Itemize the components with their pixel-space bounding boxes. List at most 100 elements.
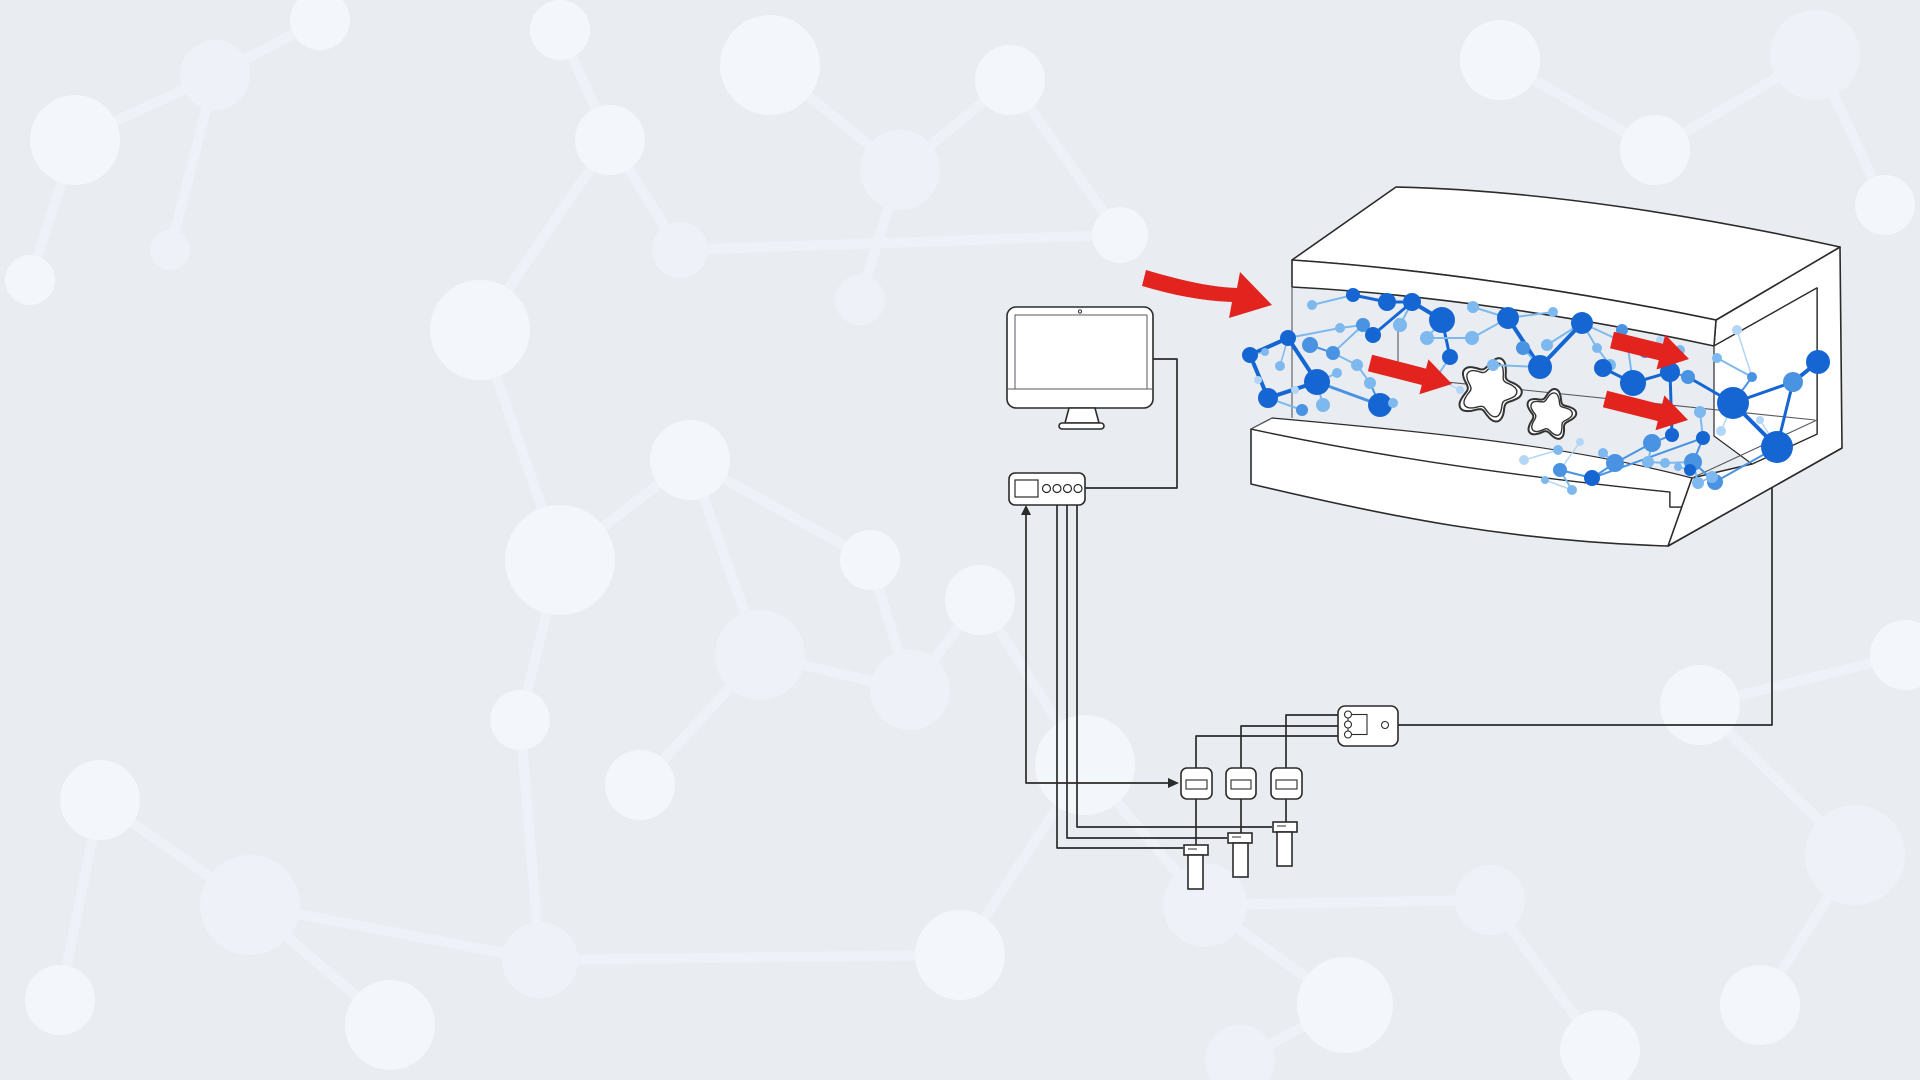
monitor-screen (1014, 314, 1148, 390)
molecule-node (1712, 353, 1722, 363)
flow-direction-arrow (1610, 331, 1689, 370)
molecule-bond (1287, 327, 1341, 339)
pattern-atom (60, 760, 140, 840)
molecule-node (1717, 387, 1749, 419)
molecule-node (1364, 377, 1376, 389)
molecule-bond (1311, 294, 1354, 306)
pattern-atom (945, 565, 1015, 635)
molecule-node (1584, 470, 1600, 486)
molecule-node (1497, 307, 1519, 329)
molecule-node (1692, 477, 1704, 489)
pattern-atom (915, 910, 1005, 1000)
pattern-atom (720, 15, 820, 115)
molecule-node (1316, 398, 1330, 412)
pattern-atom (430, 280, 530, 380)
molecule-node (1304, 369, 1330, 395)
pattern-atom (1035, 715, 1135, 815)
manifold-port (1343, 710, 1353, 719)
pump-module (1225, 767, 1257, 800)
wire-arrowhead-right (1168, 778, 1179, 788)
syringe-cap (1227, 832, 1253, 844)
molecule-node (1541, 476, 1549, 484)
molecule-node (1420, 331, 1434, 345)
controller-knob (1041, 483, 1052, 494)
pattern-atom (860, 130, 940, 210)
wire-arrowhead-up (1021, 505, 1031, 515)
pattern-atom (1460, 20, 1540, 100)
syringe-barrel (1276, 831, 1293, 867)
molecule-node (1681, 370, 1695, 384)
molecule-node (1732, 325, 1742, 335)
chamber-edge-line (1691, 419, 1818, 479)
molecule-node (1642, 456, 1654, 468)
molecule-node (1335, 323, 1345, 333)
pump-display (1185, 779, 1208, 790)
controller-knob (1073, 483, 1083, 494)
controller-knob (1062, 483, 1073, 494)
manifold-outlet-port (1380, 720, 1390, 730)
molecule-node (1761, 431, 1793, 463)
pattern-atom (5, 255, 55, 305)
pattern-atom (1297, 957, 1393, 1053)
molecule-node (1356, 318, 1370, 332)
manifold-port (1343, 730, 1353, 739)
molecule-node (1756, 416, 1764, 424)
pattern-atom (1770, 10, 1860, 100)
pattern-atom (1870, 620, 1920, 690)
pattern-atom (840, 530, 900, 590)
molecule-node (1368, 393, 1392, 417)
wire (1066, 505, 1227, 839)
syringe (1272, 821, 1298, 867)
monitor-stand-base (1058, 422, 1105, 430)
pattern-bond (1200, 895, 1495, 910)
molecule-node (1660, 458, 1670, 468)
star-cell-outer (1458, 357, 1523, 423)
molecule-node (1254, 376, 1262, 384)
molecule-node (1606, 454, 1624, 472)
pattern-atom (25, 965, 95, 1035)
pattern-atom (1560, 1010, 1640, 1080)
controller-knob (1052, 483, 1062, 494)
pattern-atom (975, 45, 1045, 115)
molecule-node (1706, 471, 1718, 483)
molecule-node (1541, 339, 1553, 351)
wire (1389, 487, 1773, 726)
pattern-atom (1455, 865, 1525, 935)
molecule-node (1519, 455, 1529, 465)
pattern-atom (290, 0, 350, 50)
pattern-atom (1720, 965, 1800, 1045)
molecule-node (1456, 386, 1464, 394)
molecule-node (1261, 348, 1269, 356)
wire (1240, 725, 1344, 768)
molecule-bond (1736, 329, 1753, 378)
camera-icon (1077, 309, 1083, 314)
molecule-node (1656, 336, 1664, 344)
pattern-atom (30, 95, 120, 185)
inflow-curved-arrow (1142, 270, 1272, 318)
pattern-atom (870, 650, 950, 730)
wire (1076, 505, 1272, 828)
monitor-stand-neck (1063, 407, 1101, 424)
molecule-node (1571, 312, 1593, 334)
molecule-node (1696, 431, 1710, 445)
molecule-node (1442, 349, 1458, 365)
molecule-node (1553, 463, 1567, 477)
molecule-node (1594, 359, 1612, 377)
molecule-node (1403, 293, 1421, 311)
molecule-node (1302, 337, 1318, 353)
tubing-and-cables (1021, 358, 1773, 849)
molecule-node (1242, 347, 1258, 363)
pattern-bond (675, 230, 1125, 255)
pattern-atom (605, 750, 675, 820)
molecule-bond (1523, 449, 1559, 461)
molecule-node (1378, 293, 1396, 311)
star-cell-inner (1463, 362, 1518, 418)
molecule-node (1307, 300, 1317, 310)
molecule-node (1365, 327, 1381, 343)
pump-display (1230, 779, 1252, 790)
star-cell (1526, 387, 1578, 440)
syringe-cap (1183, 844, 1209, 856)
pump-display (1275, 779, 1298, 790)
